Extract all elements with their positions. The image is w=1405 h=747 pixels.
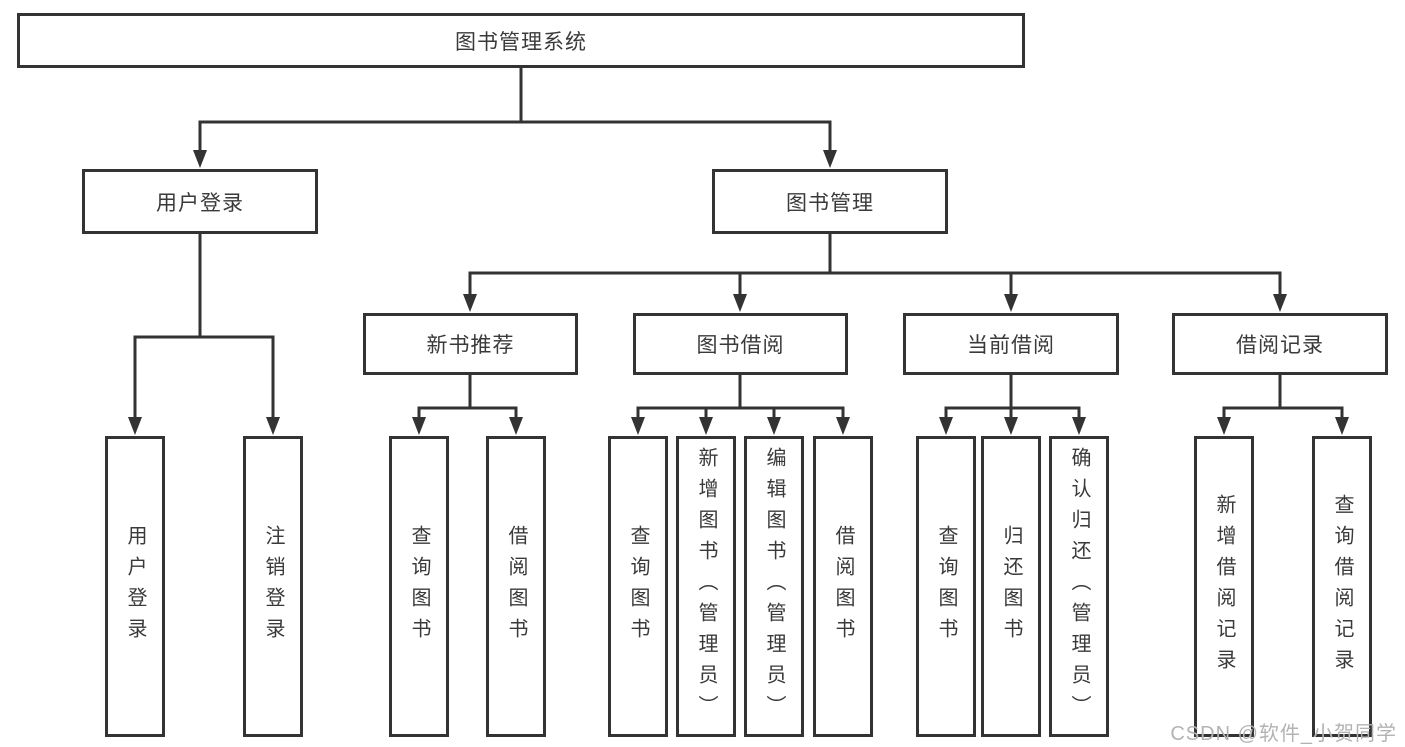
node-label: 借阅记录	[1236, 334, 1324, 357]
node-label: 查询图书	[627, 524, 649, 649]
node-label: 借阅图书	[505, 524, 527, 649]
connector-root-split	[198, 66, 832, 153]
node-label: 确认归还（管理员）	[1068, 447, 1090, 726]
connector-new-book-split	[417, 373, 518, 420]
connector-borrow-record-split	[1222, 373, 1344, 420]
node-label: 图书管理系统	[455, 30, 587, 54]
leaf-logout: 注销登录	[243, 436, 303, 737]
node-label: 当前借阅	[967, 334, 1055, 357]
leaf-query-borrow-record: 查询借阅记录	[1312, 436, 1372, 737]
leaf-return-books: 归还图书	[981, 436, 1041, 737]
node-label: 新增图书（管理员）	[695, 447, 717, 726]
connector-user-login-split	[133, 232, 275, 420]
node-label: 编辑图书（管理员）	[763, 447, 785, 726]
node-book-management: 图书管理	[712, 169, 948, 234]
node-new-book-recommend: 新书推荐	[363, 313, 578, 375]
node-label: 归还图书	[1000, 524, 1022, 649]
node-label: 查询图书	[408, 524, 430, 649]
connector-book-borrow-split	[636, 373, 845, 420]
node-label: 注销登录	[262, 524, 284, 649]
node-label: 图书管理	[786, 191, 874, 215]
node-label: 图书借阅	[696, 334, 785, 357]
node-label: 查询图书	[935, 524, 957, 649]
node-label: 新增借阅记录	[1213, 493, 1235, 680]
leaf-borrow-books-2: 借阅图书	[813, 436, 873, 737]
leaf-query-books-1: 查询图书	[389, 436, 449, 737]
leaf-user-login: 用户登录	[105, 436, 165, 737]
leaf-add-book-admin: 新增图书（管理员）	[676, 436, 736, 737]
node-label: 新书推荐	[426, 334, 515, 357]
node-label: 用户登录	[124, 524, 146, 649]
leaf-add-borrow-record: 新增借阅记录	[1194, 436, 1254, 737]
leaf-query-books-3: 查询图书	[916, 436, 976, 737]
csdn-watermark: CSDN @软件_小贺同学	[1170, 723, 1397, 745]
leaf-query-books-2: 查询图书	[608, 436, 668, 737]
node-borrow-records: 借阅记录	[1172, 313, 1388, 375]
leaf-edit-book-admin: 编辑图书（管理员）	[744, 436, 804, 737]
node-book-borrow: 图书借阅	[633, 313, 848, 375]
connector-book-management-split	[468, 232, 1282, 297]
node-label: 借阅图书	[832, 524, 854, 649]
arrowheads	[128, 150, 1349, 435]
node-user-login: 用户登录	[82, 169, 318, 234]
node-current-borrow: 当前借阅	[903, 313, 1119, 375]
node-label: 查询借阅记录	[1331, 493, 1353, 680]
node-label: 用户登录	[156, 191, 244, 215]
connector-current-borrow-split	[944, 373, 1081, 420]
leaf-confirm-return-admin: 确认归还（管理员）	[1049, 436, 1109, 737]
node-library-system: 图书管理系统	[17, 13, 1025, 68]
leaf-borrow-books-1: 借阅图书	[486, 436, 546, 737]
